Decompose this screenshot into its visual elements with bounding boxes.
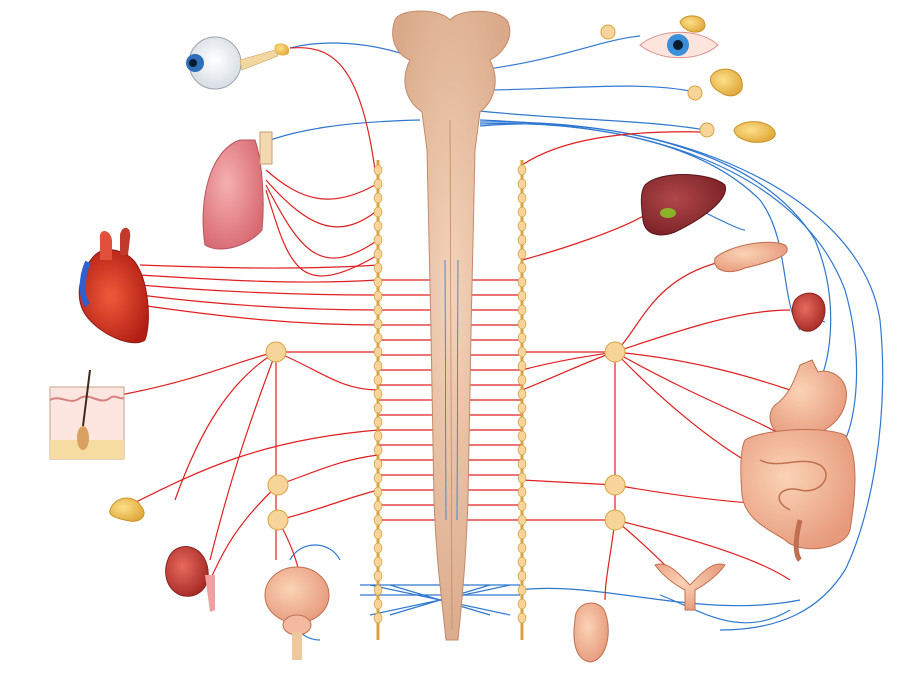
chain-ganglion xyxy=(373,206,383,218)
chain-ganglion xyxy=(517,360,527,372)
chain-ganglion xyxy=(517,220,527,232)
heart-organ xyxy=(78,227,149,344)
chain-ganglion xyxy=(517,388,527,400)
collateral-ganglia xyxy=(265,24,715,531)
chain-ganglion xyxy=(517,248,527,260)
chain-ganglion xyxy=(517,416,527,428)
chain-ganglion xyxy=(517,556,527,568)
chain-ganglion xyxy=(373,332,383,344)
parasympathetic-nerves xyxy=(269,35,884,641)
liver-organ xyxy=(640,174,726,236)
stomach-organ xyxy=(769,359,847,439)
chain-ganglion xyxy=(517,164,527,176)
chain-ganglion xyxy=(373,276,383,288)
chain-ganglion xyxy=(517,542,527,554)
chain-ganglion xyxy=(517,332,527,344)
chain-ganglion xyxy=(373,402,383,414)
chain-ganglion xyxy=(517,612,527,624)
chain-ganglion xyxy=(373,556,383,568)
chain-ganglion xyxy=(373,430,383,442)
chain-ganglion xyxy=(517,234,527,246)
sympathetic-chain-left xyxy=(373,160,383,640)
eye-front-organ xyxy=(639,31,719,59)
chain-ganglion xyxy=(373,458,383,470)
chain-ganglion xyxy=(373,318,383,330)
chain-ganglion xyxy=(517,598,527,610)
chain-ganglion xyxy=(517,472,527,484)
chain-ganglion xyxy=(373,248,383,260)
chain-ganglion xyxy=(373,570,383,582)
chain-ganglion xyxy=(373,346,383,358)
chain-ganglion xyxy=(373,360,383,372)
lung-organ xyxy=(202,131,273,250)
chain-ganglion xyxy=(517,374,527,386)
chain-ganglion xyxy=(373,192,383,204)
chain-ganglion xyxy=(517,304,527,316)
uterus-organ xyxy=(654,563,726,611)
genitals-organ xyxy=(573,602,609,663)
chain-ganglion xyxy=(517,206,527,218)
spleen-organ xyxy=(791,292,826,332)
chain-ganglion xyxy=(373,486,383,498)
chain-ganglion xyxy=(517,514,527,526)
intestines-organ xyxy=(740,429,856,562)
bladder-organ xyxy=(264,566,330,660)
chain-ganglion xyxy=(373,262,383,274)
chain-ganglion xyxy=(373,598,383,610)
chain-ganglion xyxy=(517,290,527,302)
eye-organ xyxy=(186,36,290,90)
chain-ganglion xyxy=(373,542,383,554)
chain-ganglion xyxy=(373,220,383,232)
chain-ganglion xyxy=(373,416,383,428)
chain-ganglion xyxy=(517,192,527,204)
chain-ganglion xyxy=(373,584,383,596)
chain-ganglion xyxy=(373,234,383,246)
salivary-gland-organ-2 xyxy=(733,121,776,143)
chain-ganglion xyxy=(373,444,383,456)
chain-ganglion xyxy=(517,486,527,498)
pancreas-organ xyxy=(714,241,788,273)
chain-ganglion xyxy=(373,374,383,386)
chain-ganglion xyxy=(517,584,527,596)
chain-ganglion xyxy=(373,514,383,526)
chain-ganglion xyxy=(517,444,527,456)
chain-ganglion xyxy=(517,570,527,582)
chain-ganglion xyxy=(373,472,383,484)
chain-ganglion xyxy=(517,402,527,414)
chain-ganglion xyxy=(373,528,383,540)
chain-ganglion xyxy=(517,262,527,274)
lacrimal-gland-organ xyxy=(679,15,706,33)
chain-ganglion xyxy=(517,430,527,442)
chain-ganglion xyxy=(517,318,527,330)
kidney-organ xyxy=(165,546,215,612)
chain-ganglion xyxy=(373,290,383,302)
brain-and-spinal-cord xyxy=(392,10,511,641)
adrenal-gland-organ xyxy=(109,497,145,522)
chain-ganglion xyxy=(373,388,383,400)
chain-ganglion xyxy=(517,276,527,288)
chain-ganglion xyxy=(373,178,383,190)
chain-ganglion xyxy=(517,346,527,358)
sympathetic-chain-right xyxy=(517,160,527,640)
chain-ganglion xyxy=(373,164,383,176)
salivary-gland-organ xyxy=(709,68,743,97)
chain-ganglion xyxy=(517,178,527,190)
chain-ganglion xyxy=(517,500,527,512)
skin-organ xyxy=(49,369,125,460)
chain-ganglion xyxy=(373,304,383,316)
chain-ganglion xyxy=(373,500,383,512)
chain-ganglion xyxy=(373,612,383,624)
chain-ganglion xyxy=(517,528,527,540)
chain-ganglion xyxy=(517,458,527,470)
